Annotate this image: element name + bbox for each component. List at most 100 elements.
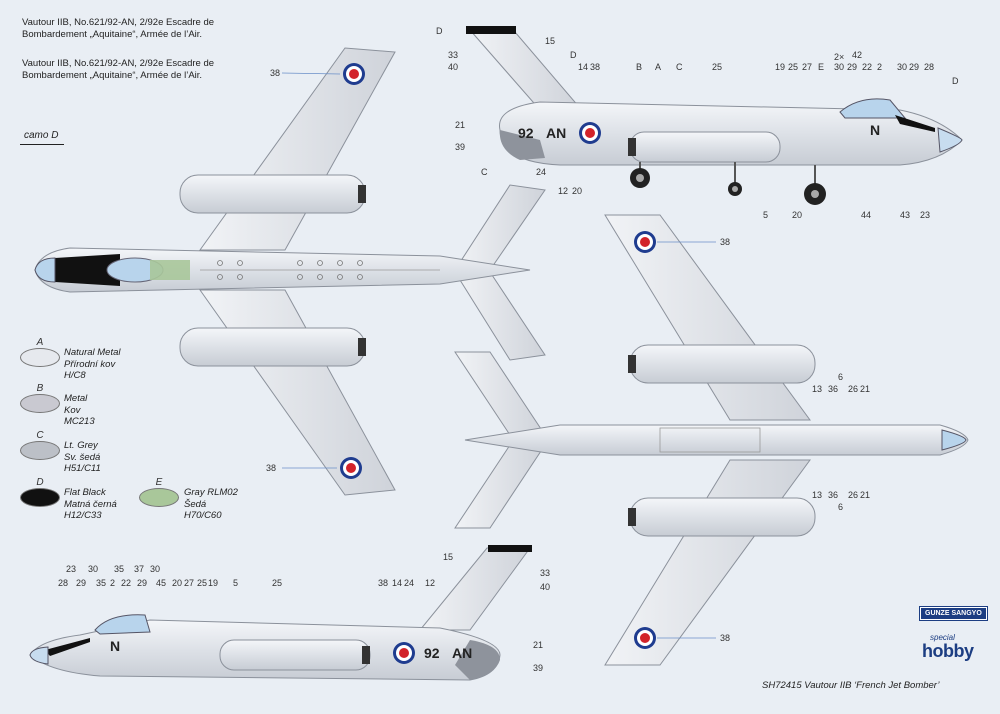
top-view-engine-upper: [179, 174, 366, 214]
svg-text:C: C: [481, 167, 488, 177]
svg-text:23: 23: [920, 210, 930, 220]
caption-1-line-1: Vautour IIB, No.621/92-AN, 2/92e Escadre…: [22, 17, 215, 28]
svg-text:14: 14: [392, 578, 402, 588]
nose-letter-upper: N: [870, 122, 880, 138]
svg-text:43: 43: [900, 210, 910, 220]
svg-text:30: 30: [897, 62, 907, 72]
svg-text:28: 28: [58, 578, 68, 588]
svg-text:38: 38: [590, 62, 600, 72]
swatch-e: [139, 488, 179, 507]
svg-text:23: 23: [66, 564, 76, 574]
svg-text:22: 22: [862, 62, 872, 72]
caption-2-line-1: Vautour IIB, No.621/92-AN, 2/92e Escadre…: [22, 58, 215, 69]
svg-text:14: 14: [578, 62, 588, 72]
svg-text:24: 24: [404, 578, 414, 588]
camo-underline: [20, 144, 64, 145]
svg-text:5: 5: [233, 578, 238, 588]
svg-text:40: 40: [540, 582, 550, 592]
legend-letter-c: C: [36, 430, 44, 441]
special-hobby-logo-small: special: [930, 633, 955, 642]
svg-text:15: 15: [545, 36, 555, 46]
roundel-side-lower: [393, 642, 415, 664]
code-an-upper: AN: [546, 125, 566, 141]
caption-2-line-2: Bombardement „Aquitaine“, Armée de l’Air…: [22, 70, 203, 81]
caption-1: Vautour IIB, No.621/92-AN, 2/92e Escadre…: [22, 17, 214, 41]
svg-text:C: C: [676, 62, 683, 72]
svg-text:22: 22: [121, 578, 131, 588]
svg-text:26: 26: [848, 490, 858, 500]
callout-38-a: 38: [270, 68, 280, 78]
svg-text:24: 24: [536, 167, 546, 177]
top-view-tail-upper: [454, 184, 546, 271]
side-view-upper: 92 AN N D 33 40 15 D 14 38 B A C 25 19 2…: [436, 26, 963, 220]
svg-text:36: 36: [828, 384, 838, 394]
svg-text:19: 19: [208, 578, 218, 588]
top-view: 38 38: [34, 47, 546, 496]
svg-text:21: 21: [860, 490, 870, 500]
legend-letter-e: E: [155, 477, 163, 488]
svg-text:35: 35: [114, 564, 124, 574]
svg-text:13: 13: [812, 490, 822, 500]
roundel-under-upper: [634, 231, 656, 253]
product-footer: SH72415 Vautour IIB ‘French Jet Bomber’: [762, 680, 940, 691]
roundel-under-lower: [634, 627, 656, 649]
svg-text:D: D: [952, 76, 959, 86]
svg-text:33: 33: [540, 568, 550, 578]
caption-2: Vautour IIB, No.621/92-AN, 2/92e Escadre…: [22, 58, 214, 82]
top-view-tail-lower: [454, 271, 546, 361]
svg-text:2×: 2×: [834, 52, 844, 62]
svg-text:20: 20: [172, 578, 182, 588]
legend-letter-b: B: [36, 383, 44, 394]
svg-text:30: 30: [88, 564, 98, 574]
svg-text:B: B: [636, 62, 642, 72]
code-an-lower: AN: [452, 645, 472, 661]
svg-text:38: 38: [720, 237, 730, 247]
svg-text:A: A: [655, 62, 661, 72]
svg-text:27: 27: [184, 578, 194, 588]
legend-letter-a: A: [36, 337, 44, 348]
svg-text:19: 19: [775, 62, 785, 72]
svg-text:20: 20: [572, 186, 582, 196]
top-view-engine-lower: [179, 327, 366, 367]
svg-text:E: E: [818, 62, 824, 72]
svg-text:21: 21: [455, 120, 465, 130]
svg-text:2: 2: [110, 578, 115, 588]
underside-view: 38 38 13 36 6 26 21 13 36 6 26 21: [454, 214, 969, 666]
side-view-lower: N 92 AN 15 33 40 38 14 24 12 21 39 25 5 …: [29, 545, 550, 681]
svg-text:37: 37: [134, 564, 144, 574]
svg-text:40: 40: [448, 62, 458, 72]
svg-text:25: 25: [788, 62, 798, 72]
svg-text:13: 13: [812, 384, 822, 394]
svg-text:26: 26: [848, 384, 858, 394]
code-92-lower: 92: [424, 645, 440, 661]
roundel-top-upper: [343, 63, 365, 85]
svg-text:6: 6: [838, 502, 843, 512]
svg-text:42: 42: [852, 50, 862, 60]
svg-text:15: 15: [443, 552, 453, 562]
svg-text:30: 30: [150, 564, 160, 574]
special-hobby-logo: hobby: [922, 641, 974, 661]
caption-1-line-2: Bombardement „Aquitaine“, Armée de l’Air…: [22, 29, 203, 40]
swatch-a: [20, 348, 60, 367]
svg-text:27: 27: [802, 62, 812, 72]
svg-text:44: 44: [861, 210, 871, 220]
svg-text:20: 20: [792, 210, 802, 220]
swatch-d: [20, 488, 60, 507]
svg-text:21: 21: [533, 640, 543, 650]
svg-text:29: 29: [137, 578, 147, 588]
svg-text:38: 38: [720, 633, 730, 643]
svg-text:D: D: [570, 50, 577, 60]
nose-letter-lower: N: [110, 638, 120, 654]
svg-text:25: 25: [197, 578, 207, 588]
svg-text:39: 39: [455, 142, 465, 152]
callout-38-b: 38: [266, 463, 276, 473]
svg-text:25: 25: [272, 578, 282, 588]
svg-text:6: 6: [838, 372, 843, 382]
svg-text:36: 36: [828, 490, 838, 500]
roundel-side-upper: [579, 122, 601, 144]
svg-text:28: 28: [924, 62, 934, 72]
